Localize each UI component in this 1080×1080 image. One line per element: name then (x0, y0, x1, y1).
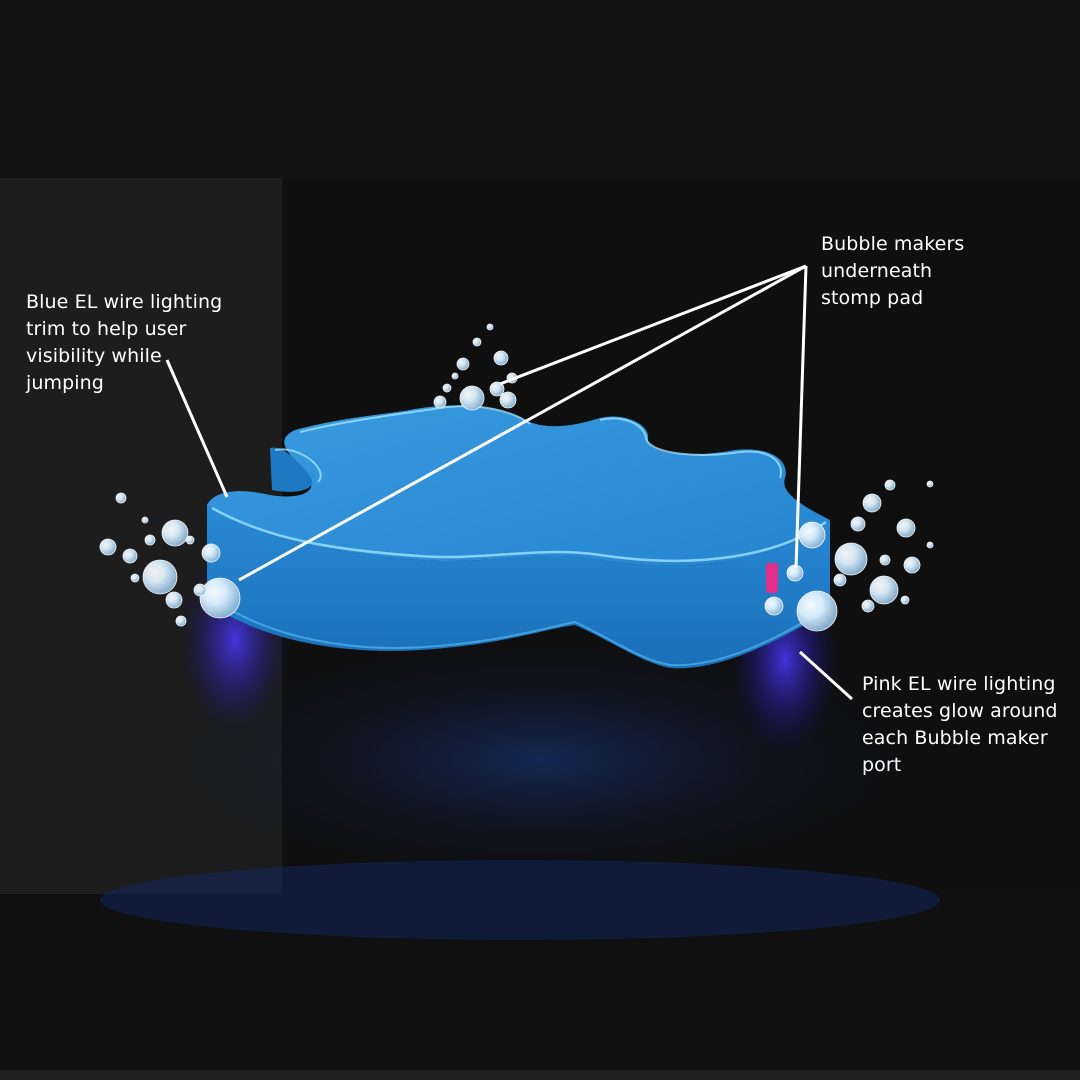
bubble-22 (433, 395, 447, 409)
bubble-29 (862, 493, 882, 513)
bubble-26 (796, 590, 838, 632)
bubble-6 (144, 534, 156, 546)
pad-reflection-lower (100, 860, 940, 940)
pad-left-lobe-wall (270, 447, 313, 492)
pink-el-wire-port (766, 563, 778, 593)
bubble-27 (798, 521, 826, 549)
bubble-13 (141, 516, 149, 524)
bubble-41 (879, 554, 891, 566)
bubble-33 (884, 479, 896, 491)
bubble-23 (499, 391, 517, 409)
bubble-10 (115, 492, 127, 504)
bubble-34 (926, 480, 934, 488)
bubble-25 (834, 542, 868, 576)
bubble-32 (850, 516, 866, 532)
background-bottom-band (0, 894, 1080, 1080)
leader-pink-el-wire (798, 650, 854, 701)
leader-bubble-maker-right (794, 265, 808, 569)
bubble-21 (442, 383, 452, 393)
leader-bubble-maker-left (238, 264, 807, 582)
bubble-40 (926, 541, 934, 549)
bubble-39 (900, 595, 910, 605)
bubble-1 (142, 559, 178, 595)
bubble-7 (165, 591, 183, 609)
bubble-cluster (99, 323, 934, 632)
bubble-17 (456, 357, 470, 371)
bubble-19 (493, 350, 509, 366)
blue-el-wire-trim (211, 506, 827, 563)
callout-pink-el-wire: Pink EL wire lighting creates glow aroun… (862, 673, 1058, 776)
bubble-2 (161, 519, 189, 547)
bubble-0 (199, 577, 241, 619)
leader-bubble-maker-top (499, 264, 807, 386)
leader-blue-el-wire (165, 359, 229, 498)
pad-side-wall (207, 505, 830, 669)
bubble-31 (903, 556, 921, 574)
bubble-35 (861, 599, 875, 613)
bubble-20 (486, 323, 494, 331)
bubble-18 (472, 337, 482, 347)
bubble-15 (489, 381, 505, 397)
bubble-5 (122, 548, 138, 564)
bubble-4 (99, 538, 117, 556)
bubble-8 (175, 615, 187, 627)
bubble-11 (193, 583, 207, 597)
bubble-30 (896, 518, 916, 538)
bubble-9 (130, 573, 140, 583)
bubble-14 (459, 385, 485, 411)
background-top-panel (0, 0, 1080, 180)
background-bottom-edge (0, 1070, 1080, 1080)
callout-blue-el-wire: Blue EL wire lighting trim to help user … (26, 291, 223, 394)
bubble-28 (869, 575, 899, 605)
pad-top-surface (207, 405, 830, 566)
pad-reflection (180, 640, 900, 880)
bubble-38 (764, 596, 784, 616)
bubble-36 (833, 573, 847, 587)
bubble-3 (201, 543, 221, 563)
bubble-12 (185, 535, 195, 545)
callout-bubble-makers: Bubble makers underneath stomp pad (821, 233, 965, 309)
pad-bottom-highlight (214, 599, 827, 667)
bubble-24 (451, 372, 459, 380)
